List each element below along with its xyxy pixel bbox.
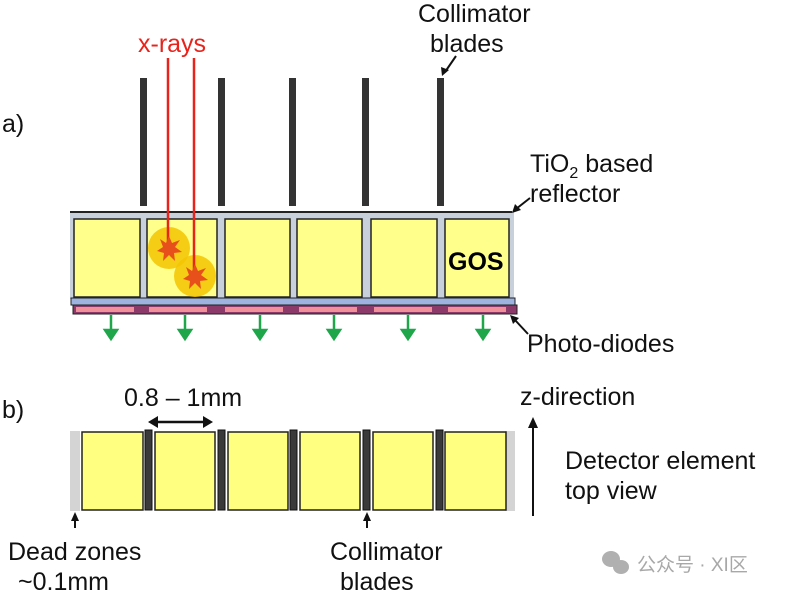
z-direction-label: z-direction [520,383,635,411]
collimator-label-top-2: blades [430,30,504,58]
pitch-label: 0.8 – 1mm [124,384,242,412]
photodiode-array [72,304,518,315]
gos-label: GOS [448,248,504,276]
panel-b-label: b) [2,396,24,424]
reflector [70,211,514,299]
panel-a-label: a) [2,110,24,138]
dead-zone-label-2: ~0.1mm [18,568,109,594]
reflector-label-1: TiO2 based [530,150,653,182]
xray-label: x-rays [138,30,206,58]
photodiode-label: Photo-diodes [527,330,674,358]
view-label-2: top view [565,477,658,505]
photodiodes [76,307,506,312]
starburst-icon [183,264,208,289]
view-label-1: Detector element [565,447,755,475]
starburst-icon [157,236,182,261]
substrate [70,297,516,306]
collimator-label-bottom-1: Collimator [330,538,443,566]
dead-zone-label-1: Dead zones [8,538,141,566]
light-output-arrows [102,315,492,342]
collimator-blades-top [144,429,444,511]
reflector-label-2: reflector [530,180,620,208]
collimator-label-bottom-2: blades [340,568,414,594]
collimator-blades-side [140,78,444,206]
collimator-label-top-1: Collimator [418,0,531,28]
watermark-text: 公众号 · XI区 [637,554,748,576]
detector-elements-top [81,431,507,511]
wechat-icon [602,551,629,574]
